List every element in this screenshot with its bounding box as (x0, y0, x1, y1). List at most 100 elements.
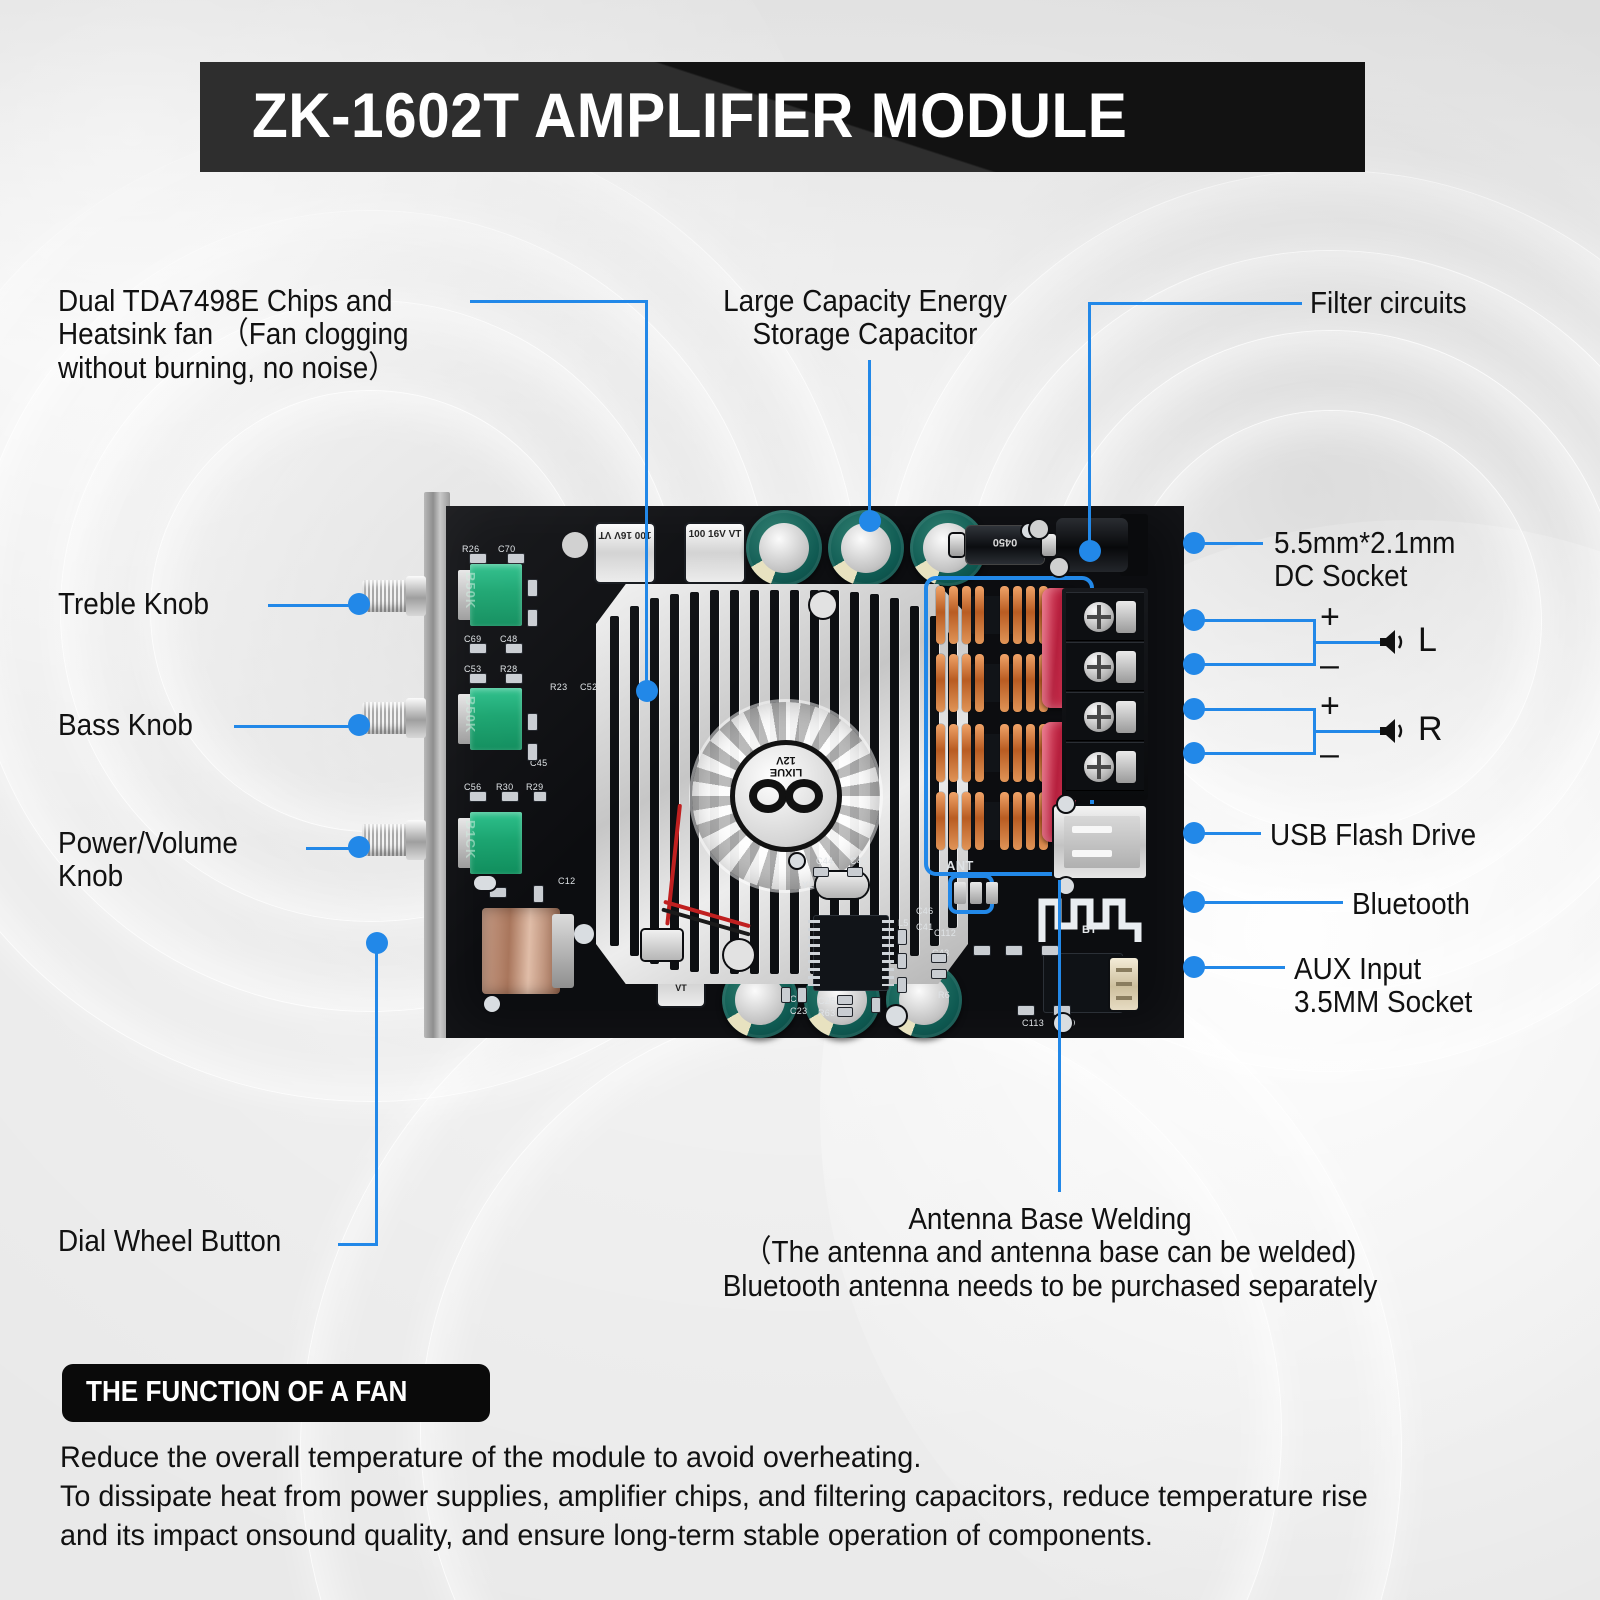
silkscreen-ref: R30 (496, 782, 514, 792)
leader-line (645, 300, 648, 690)
silkscreen-ref: L5 (898, 918, 909, 928)
leader-line (1203, 901, 1343, 904)
leader-line (1088, 302, 1091, 550)
callout-dial-wheel: Dial Wheel Button (58, 1223, 282, 1258)
pcb-substrate: B50K B50K B1CK R26 C70 C69 C48 C53 R28 R… (446, 506, 1184, 1038)
silkscreen-ref: C23 (790, 1006, 808, 1016)
speaker-right-label: R (1418, 710, 1443, 748)
terminal-l-minus[interactable] (1066, 642, 1144, 691)
ant-silk-label: ANT (946, 858, 974, 873)
fan-voltage: 12V (776, 754, 796, 767)
leader-dot (1183, 891, 1205, 913)
energy-storage-capacitor (746, 510, 822, 586)
speaker-left-label: L (1418, 621, 1437, 659)
silkscreen-ref: C45 (530, 758, 548, 768)
terminal-minus-l: – (1320, 646, 1339, 684)
infinity-logo-icon (749, 779, 823, 813)
power-volume-knob-shaft[interactable] (362, 818, 428, 862)
aux-input-socket[interactable] (1110, 958, 1138, 1010)
silkscreen-ref: C48 (500, 634, 518, 644)
bass-knob-shaft[interactable] (362, 696, 428, 740)
leader-line (1203, 542, 1263, 545)
silkscreen-ref: C70 (498, 544, 516, 554)
electrolytic-cap-100uf: 100 16V VT (596, 524, 654, 582)
heatsink: LIXUE 12V (596, 584, 968, 984)
fan-connector (642, 930, 682, 960)
leader-dot (1183, 609, 1205, 631)
leader-line (1203, 663, 1315, 666)
silkscreen-ref: C112 (934, 928, 957, 938)
leader-line (1203, 708, 1315, 711)
filter-inductor (934, 724, 1054, 782)
speaker-icon (1380, 630, 1403, 654)
treble-knob-shaft[interactable] (362, 574, 428, 618)
potentiometer-bass[interactable]: B50K (458, 688, 522, 750)
cooling-fan: LIXUE 12V (692, 702, 880, 890)
leader-dot (1183, 698, 1205, 720)
speaker-terminal-block[interactable] (1062, 588, 1148, 800)
title-wedge (200, 62, 1365, 172)
bluetooth-pcb-antenna: BT (1038, 894, 1148, 946)
fan-brand: LIXUE (769, 766, 803, 779)
leader-line (375, 940, 378, 1244)
leader-line (1203, 832, 1261, 835)
energy-storage-capacitor (910, 510, 986, 586)
bt-label: BT (1082, 924, 1097, 936)
bluetooth-ic (808, 916, 894, 990)
leader-line (868, 360, 871, 518)
title-banner: ZK-1602T AMPLIFIER MODULE (200, 62, 1365, 172)
terminal-r-plus[interactable] (1066, 692, 1144, 741)
leader-line (1203, 752, 1315, 755)
leader-dot (1183, 532, 1205, 554)
fan-function-body: Reduce the overall temperature of the mo… (60, 1441, 1368, 1552)
fan-hub: LIXUE 12V (730, 740, 842, 852)
amplifier-board: B50K B50K B1CK R26 C70 C69 C48 C53 R28 R… (362, 492, 1184, 1052)
usb-flash-drive-port[interactable] (1054, 806, 1146, 878)
leader-dot (348, 593, 370, 615)
leader-line (1203, 966, 1285, 969)
silkscreen-ref: C12 (558, 876, 576, 886)
dc-power-socket[interactable] (1056, 514, 1148, 576)
leader-dot (1183, 742, 1205, 764)
silkscreen-ref: C52 (580, 682, 598, 692)
leader-line (306, 847, 356, 850)
leader-dot (366, 932, 388, 954)
callout-bluetooth: Bluetooth (1352, 886, 1470, 921)
fan-brand-text: LIXUE 12V (735, 754, 837, 779)
silkscreen-ref: R29 (526, 782, 544, 792)
terminal-plus-r: + (1320, 687, 1340, 725)
callout-capacitor: Large Capacity Energy Storage Capacitor (723, 283, 1007, 352)
speaker-icon (1380, 719, 1403, 743)
leader-line (470, 300, 648, 303)
potentiometer-volume[interactable]: B1CK (458, 812, 522, 874)
silkscreen-ref: C43 (932, 948, 950, 958)
leader-line (234, 725, 356, 728)
callout-usb: USB Flash Drive (1270, 817, 1477, 852)
filter-inductor (934, 654, 1054, 712)
silkscreen-ref: R6 (938, 990, 951, 1000)
dial-wheel-encoder[interactable] (482, 908, 574, 994)
filter-inductor (934, 792, 1054, 850)
silkscreen-ref: Y1 (802, 880, 814, 890)
potentiometer-treble[interactable]: B50K (458, 564, 522, 626)
leader-line (1058, 880, 1061, 1192)
leader-dot (859, 510, 881, 532)
leader-dot (1183, 822, 1205, 844)
callout-chips-fan: Dual TDA7498E Chips and Heatsink fan （Fa… (58, 283, 409, 385)
leader-dot (348, 836, 370, 858)
leader-line (338, 1243, 378, 1246)
electrolytic-cap-100uf: 100 16V VT (686, 524, 744, 582)
leader-line (1313, 641, 1381, 644)
leader-line (268, 604, 356, 607)
silkscreen-ref: C69 (464, 634, 482, 644)
terminal-l-plus[interactable] (1066, 592, 1144, 641)
speaker-left: L (1378, 621, 1437, 659)
leader-line (1090, 302, 1302, 305)
pot-label: B50K (463, 696, 478, 734)
silkscreen-ref: C42 (850, 856, 868, 866)
terminal-r-minus[interactable] (1066, 742, 1144, 791)
leader-dot (1183, 956, 1205, 978)
silkscreen-ref: C44 (816, 856, 834, 866)
leader-line (1313, 730, 1381, 733)
leader-dot (636, 680, 658, 702)
